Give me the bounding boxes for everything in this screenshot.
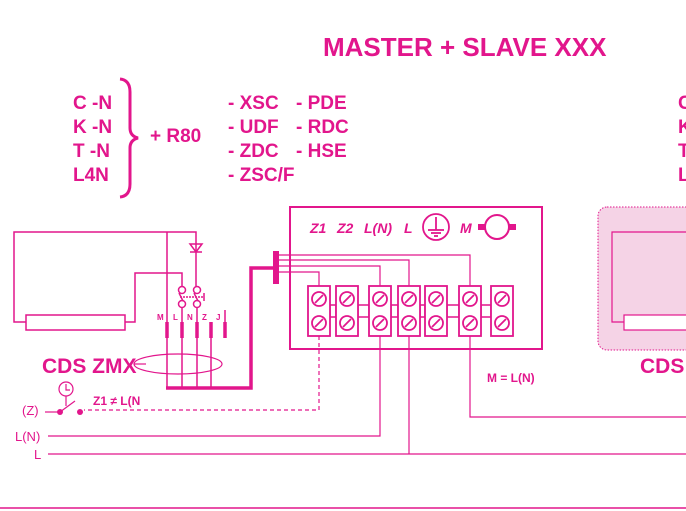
master-cable [166,266,275,390]
terminal-bridge [357,304,370,318]
line-l-label: L [34,447,41,462]
terminal-label: N [187,313,193,322]
terminal-label: Z [202,313,207,322]
terminal-bridge [446,304,460,318]
switch-note: Z1 ≠ L(N [93,394,140,408]
terminal-strip [307,285,514,337]
screw-slot [431,294,441,304]
switch-contact [57,409,63,415]
master-schematic [13,231,226,388]
box-label: L [404,220,413,236]
diode-icon [188,243,204,254]
master-terminals [165,322,227,338]
ground-icon [422,213,450,241]
box-label: L(N) [364,220,392,236]
model-item: K -N [73,117,112,138]
accessory-item: - HSE [296,141,347,162]
internal-wires [279,254,471,286]
terminal-label: L [173,313,178,322]
motor-note: M = L(N) [487,371,535,385]
terminal-label: M [157,313,164,322]
accessory-list: - XSC - PDE - UDF - RDC - ZDC - HSE - ZS… [228,93,349,186]
terminal-box [289,206,543,350]
slave-model-list: C K T L [678,93,686,186]
accessory-item: - XSC [228,93,279,114]
accessory-item: - ZDC [228,141,279,162]
screw-slot [497,318,507,328]
model-item: L4N [73,165,109,186]
receiver-label: + R80 [150,126,201,147]
slave-model-item: L [678,165,686,186]
model-item: C -N [73,93,112,114]
box-label: Z1 [309,220,327,236]
screw-slot [497,294,507,304]
accessory-item: - RDC [296,117,349,138]
screw-slot [375,318,385,328]
cable-connector [273,251,279,284]
master-terminal-labels: M L N Z J [157,313,220,322]
accessory-item: - ZSC/F [228,165,295,186]
slave-name: CDS [640,355,684,378]
slave-model-item: C [678,93,686,114]
screw-slot [404,294,414,304]
screw-slot [342,294,352,304]
master-name: CDS ZMX [42,355,137,378]
model-list: C -N K -N T -N L4N [73,93,112,186]
accessory-item: - UDF [228,117,279,138]
switch-input-label: (Z) [22,403,39,418]
heater-element [25,314,126,331]
screw-slot [314,294,324,304]
terminal-bridge [390,304,399,318]
screw-slot [314,318,324,328]
screw-slot [465,294,475,304]
line-ln-label: L(N) [15,429,40,444]
motor-label: M [460,220,472,236]
terminal-bridge [480,304,492,318]
slave-model-item: K [678,117,686,138]
box-label: Z2 [336,220,354,236]
timer-icon [58,381,74,397]
external-wiring [45,336,686,455]
slave-model-item: T [678,141,686,162]
accessory-item: - PDE [296,93,347,114]
terminal-label: J [216,313,220,322]
brace [119,77,139,199]
screw-slot [431,318,441,328]
screw-slot [465,318,475,328]
screw-slot [375,294,385,304]
page-title: MASTER + SLAVE XXX [323,32,607,62]
cable-sleeve [133,353,223,375]
model-item: T -N [73,141,110,162]
slave-heater [623,314,686,331]
motor-icon [478,214,516,240]
screw-slot [342,318,352,328]
screw-slot [404,318,414,328]
switch-contact [77,409,83,415]
slave-panel [597,206,686,351]
